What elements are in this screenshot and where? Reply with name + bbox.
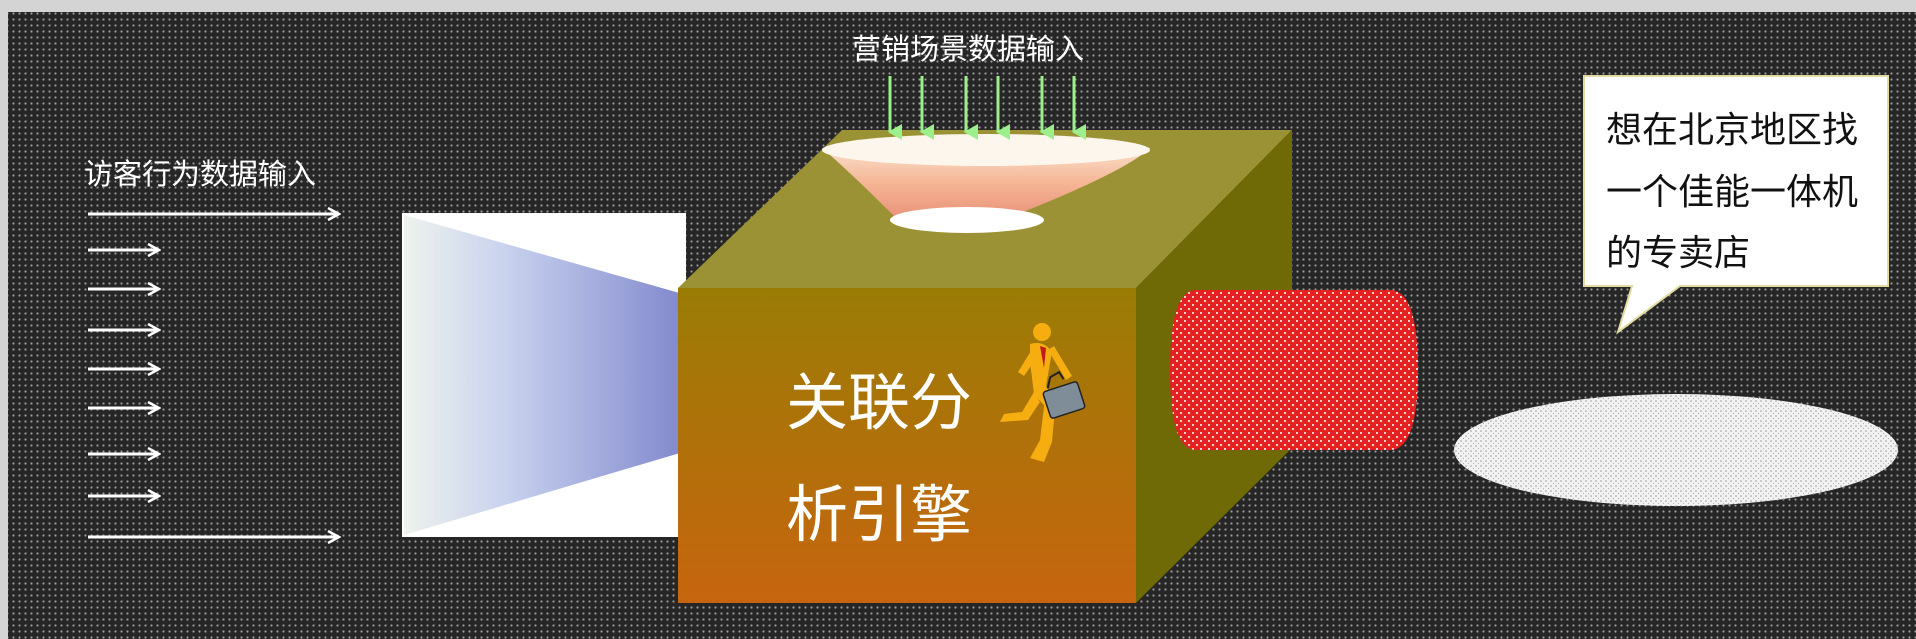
input-funnel-prism-shade bbox=[404, 215, 690, 535]
scene-input-label: 营销场景数据输入 bbox=[852, 32, 1084, 66]
speech-bubble-line2: 一个佳能一体机 bbox=[1606, 172, 1858, 213]
visitor-arrows bbox=[88, 214, 338, 537]
speech-bubble-line3: 的专卖店 bbox=[1606, 233, 1750, 274]
scene-arrows bbox=[888, 76, 1086, 140]
engine-label-line2: 析引擎 bbox=[786, 478, 972, 551]
engine-label-line1: 关联分 bbox=[786, 366, 972, 439]
speech-bubble bbox=[1583, 75, 1889, 335]
output-tube bbox=[1170, 290, 1418, 450]
result-ellipse bbox=[1454, 394, 1898, 506]
speech-bubble-line1: 想在北京地区找 bbox=[1606, 110, 1858, 151]
scene-funnel-rim bbox=[822, 134, 1150, 166]
engine-box-front bbox=[678, 288, 1136, 603]
visitor-input-label: 访客行为数据输入 bbox=[84, 157, 316, 191]
briefcase-icon bbox=[1042, 370, 1086, 419]
scene-funnel-outlet bbox=[890, 207, 1044, 233]
